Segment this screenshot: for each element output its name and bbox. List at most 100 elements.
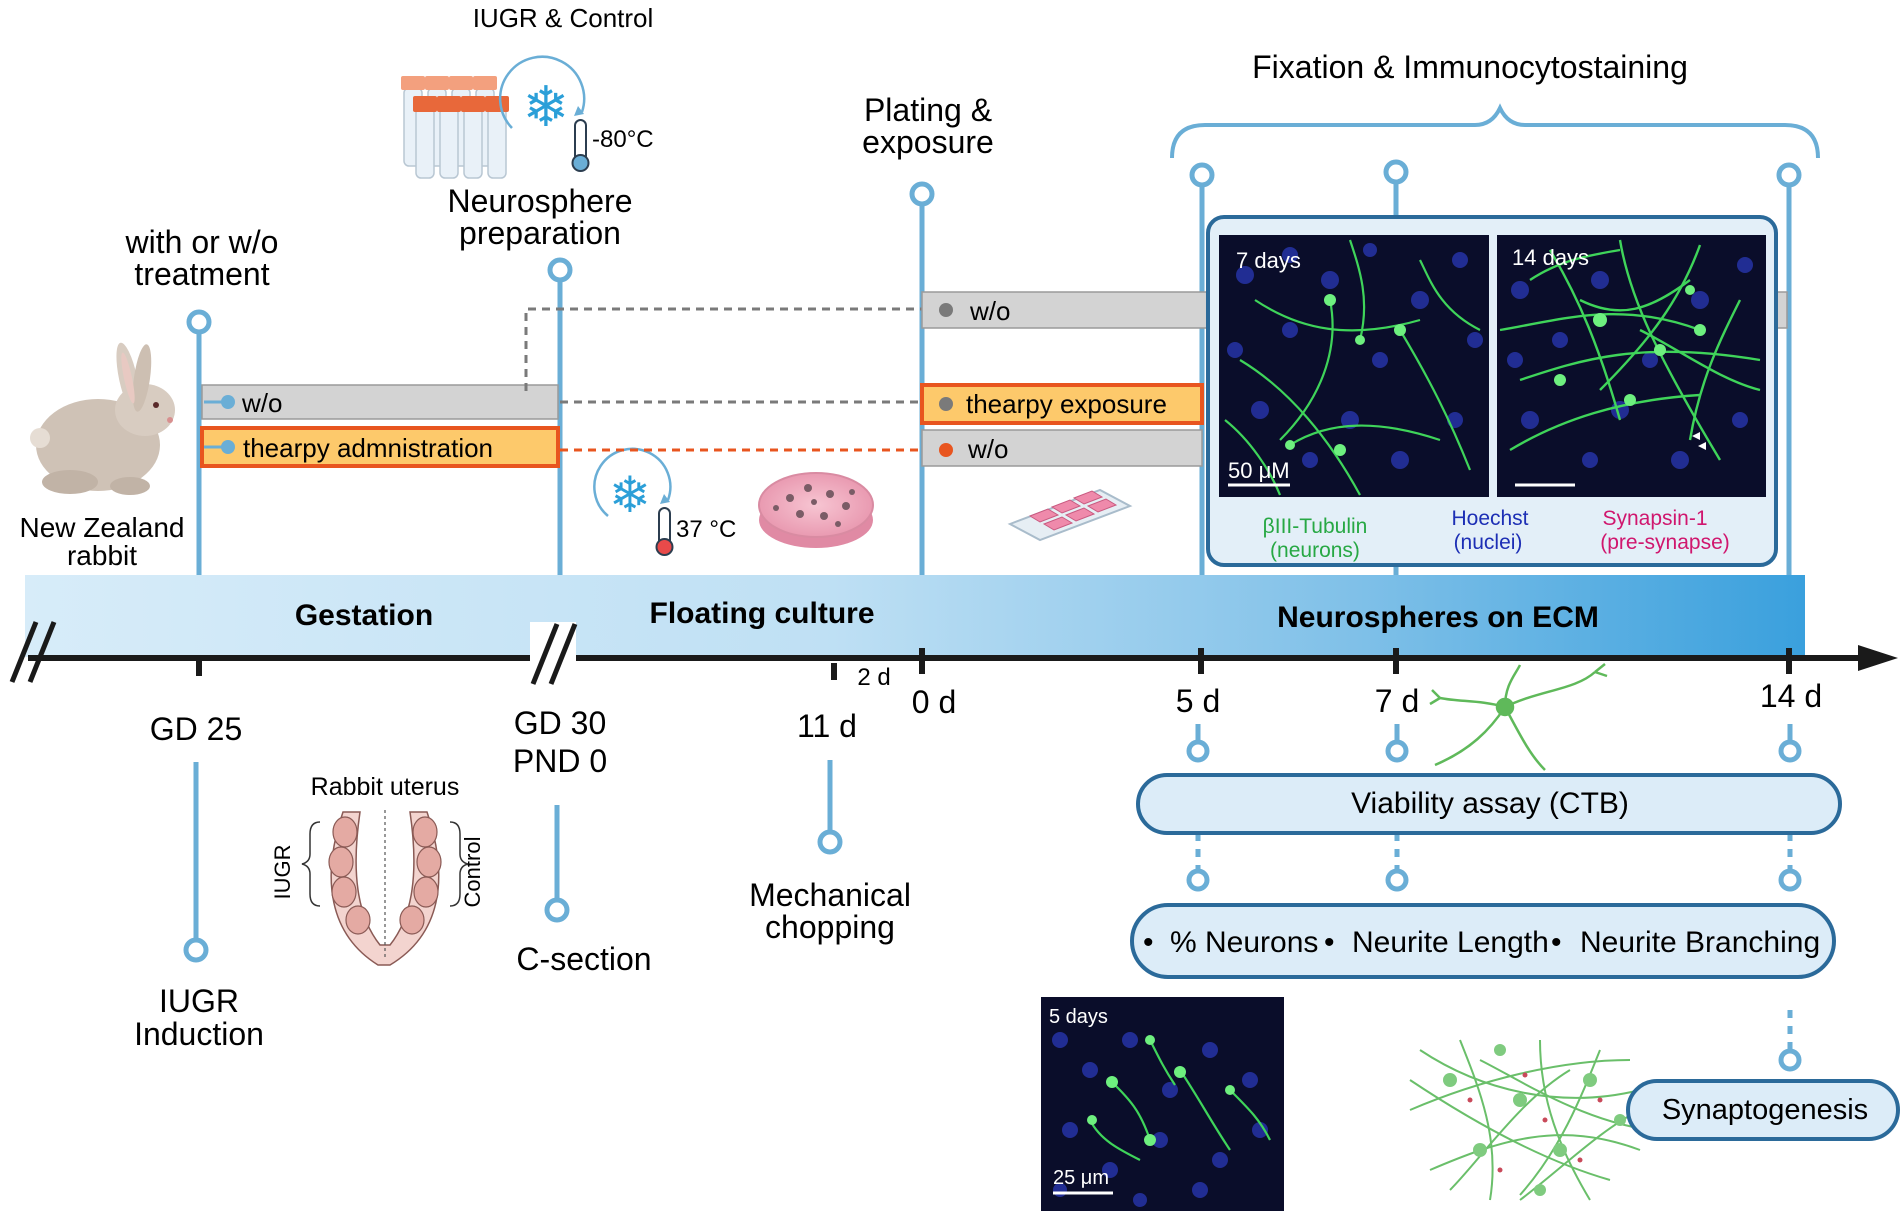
neurons-label: % Neurons (1170, 926, 1318, 959)
axis-ticks (196, 648, 1792, 680)
phase-band (25, 575, 1805, 657)
step-neurosphere-prep: Neurosphere preparation (448, 183, 633, 251)
step-chopping: Mechanical chopping (749, 877, 911, 945)
event-marker-treatment (186, 309, 212, 335)
axis-break-middle (530, 622, 578, 685)
uterus-control-label: Control (460, 837, 485, 908)
event-marker-14d (1776, 162, 1802, 188)
tp-5d: 5 d (1176, 683, 1220, 719)
svg-text:chopping: chopping (765, 909, 895, 945)
fixation-bracket: Fixation & Immunocytostaining (1170, 49, 1820, 159)
micrograph-14-days-label: 14 days (1512, 245, 1589, 270)
scale-bar-50-label: 50 μM (1228, 458, 1290, 483)
bar-ecm-wo-top-label: w/o (969, 296, 1010, 326)
neuron-network-icon (1409, 1039, 1651, 1201)
step-csection: C-section (516, 941, 651, 977)
rabbit-illustration (30, 342, 175, 495)
timepoint-labels: GD 25 GD 30 PND 0 11 d 2 d 0 d 5 d 7 d 1… (150, 664, 1822, 779)
tp-2d: 2 d (857, 664, 890, 691)
micrograph-5-days-label: 5 days (1049, 1006, 1108, 1028)
tp-14d: 14 d (1760, 678, 1822, 714)
phase-floating-culture: Floating culture (650, 597, 875, 630)
micrograph-5-days: 5 days 25 μm (1041, 997, 1284, 1211)
event-marker-iugr-induction (183, 937, 209, 963)
svg-text:❄: ❄ (609, 467, 651, 523)
svg-text:IUGR: IUGR (159, 983, 239, 1019)
bar-gestation-wo (201, 384, 559, 420)
event-marker-csection (544, 897, 570, 923)
uterus-label: Rabbit uterus (311, 773, 460, 801)
tp-7d: 7 d (1375, 683, 1419, 719)
micrograph-7-days-label: 7 days (1236, 248, 1301, 273)
micrograph-7-days: 7 days 50 μM (1219, 235, 1489, 497)
viability-assay-label: Viability assay (CTB) (1351, 787, 1629, 820)
legend-tubulin: βIII-Tubulin (1263, 515, 1368, 538)
fixation-label: Fixation & Immunocytostaining (1252, 49, 1688, 85)
bar-ecm-therapy (920, 383, 1204, 425)
svg-text:(nuclei): (nuclei) (1454, 531, 1523, 554)
svg-text:treatment: treatment (134, 256, 269, 292)
freezer-snowflake-icon: ❄ -80°C (498, 55, 654, 172)
svg-text:Neurosphere: Neurosphere (448, 183, 633, 219)
svg-text:Induction: Induction (134, 1016, 264, 1052)
svg-text:•: • (1551, 926, 1562, 959)
iugr-control-label: IUGR & Control (473, 3, 654, 33)
event-marker-5d (1189, 162, 1215, 188)
synaptogenesis-label: Synaptogenesis (1662, 1094, 1868, 1126)
neurite-branching-label: Neurite Branching (1580, 926, 1820, 959)
temp-cold-label: -80°C (592, 126, 654, 153)
viability-assay-box: Viability assay (CTB) (1136, 773, 1842, 835)
svg-text:Plating &: Plating & (864, 92, 992, 128)
svg-text:❄: ❄ (523, 75, 570, 138)
synaptogenesis-box: Synaptogenesis (1626, 1079, 1900, 1141)
legend-synapsin: Synapsin-1 (1602, 507, 1707, 530)
svg-text:(pre-synapse): (pre-synapse) (1600, 531, 1730, 554)
tp-0d: 0 d (912, 684, 956, 720)
svg-text:(neurons): (neurons) (1270, 539, 1360, 562)
tp-11d: 11 d (797, 708, 857, 744)
step-plating: Plating & exposure (862, 92, 994, 160)
neuron-icon (1429, 663, 1608, 771)
rabbit-uterus-diagram: Rabbit uterus IUGR Control (270, 773, 485, 966)
step-treatment: with or w/o treatment (125, 224, 279, 292)
bar-ecm-wo-bottom (921, 429, 1203, 467)
tp-pnd0: PND 0 (513, 743, 607, 779)
phase-neurospheres-ecm: Neurospheres on ECM (1277, 601, 1599, 634)
axis-break-left (9, 621, 57, 683)
event-marker-plating (909, 181, 935, 207)
petri-dish-icon (758, 472, 874, 548)
uterus-iugr-label: IUGR (270, 845, 295, 900)
bar-ecm-wo-bottom-label: w/o (967, 434, 1008, 464)
immunostaining-panel: 7 days 50 μM (1206, 215, 1778, 567)
event-marker-neurosphere (547, 257, 573, 283)
legend-hoechst: Hoechst (1451, 507, 1528, 530)
stain-legend: βIII-Tubulin (neurons) Hoechst (nuclei) … (1263, 507, 1730, 562)
bar-gestation-therapy (200, 426, 560, 468)
timeline-arrowhead (1858, 645, 1898, 671)
rabbit-label: New Zealand rabbit (20, 512, 185, 571)
scale-bar-25-label: 25 μm (1053, 1167, 1109, 1189)
chamber-slide-icon (1007, 488, 1133, 542)
svg-text:preparation: preparation (459, 215, 621, 251)
phase-gestation: Gestation (295, 599, 433, 632)
tp-gd25: GD 25 (150, 711, 242, 747)
temp-warm-label: 37 °C (676, 516, 736, 543)
step-iugr-induction: IUGR Induction (134, 983, 264, 1052)
micrograph-14-days: 14 days (1497, 235, 1766, 497)
svg-text:New Zealand: New Zealand (20, 512, 185, 543)
tp-gd30: GD 30 (514, 705, 606, 741)
event-marker-chopping (817, 829, 843, 855)
event-lines-below (183, 724, 1802, 963)
bar-gestation-therapy-label: thearpy admnistration (243, 433, 493, 463)
svg-text:•: • (1324, 926, 1335, 959)
dotted-connectors (1195, 833, 1793, 1050)
svg-text:Mechanical: Mechanical (749, 877, 911, 913)
timeline: Gestation Floating culture Neurospheres … (9, 575, 1898, 685)
svg-text:rabbit: rabbit (67, 540, 137, 571)
svg-text:exposure: exposure (862, 124, 994, 160)
incubator-snowflake-icon: ❄ 37 °C (593, 447, 736, 556)
event-marker-7d (1383, 159, 1409, 185)
svg-text:•: • (1143, 926, 1154, 959)
svg-text:with or w/o: with or w/o (125, 224, 279, 260)
